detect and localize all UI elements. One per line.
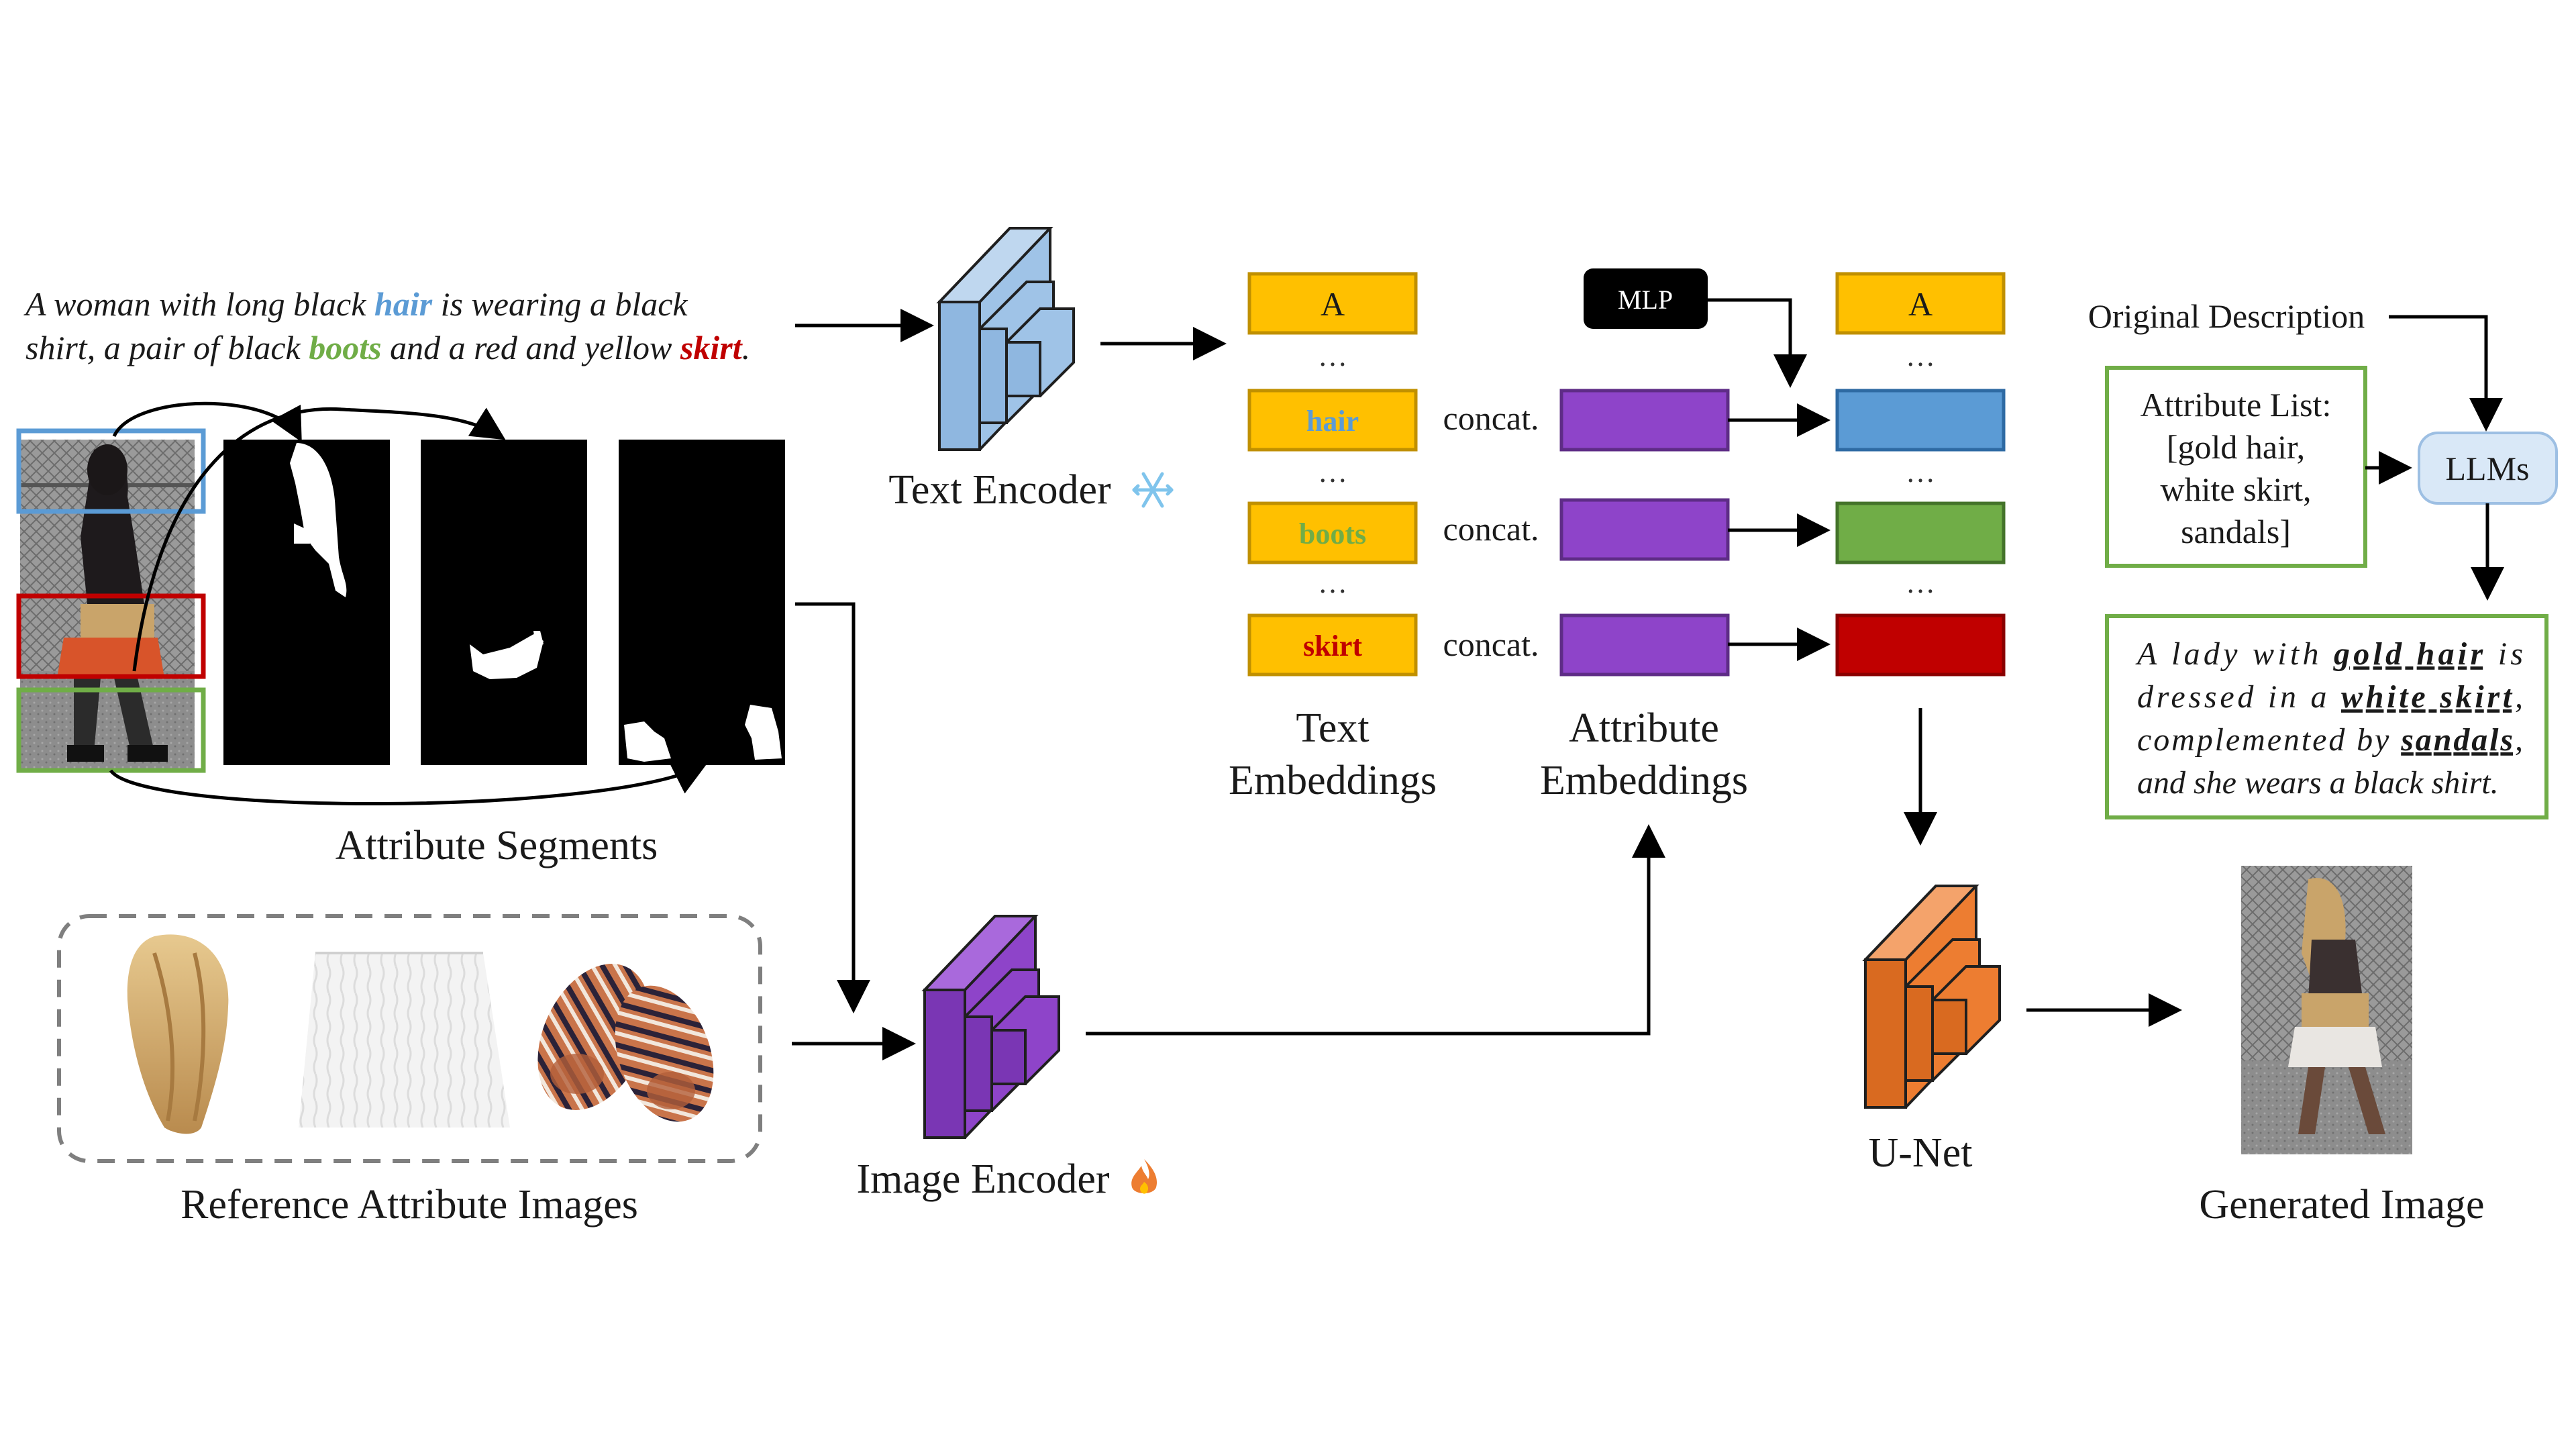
gen-desc-text: A lady with xyxy=(2135,636,2330,672)
output-token-a-label: A xyxy=(1908,285,1933,323)
attribute-embeddings-caption-line1: Attribute xyxy=(1569,705,1719,751)
desc-text: A woman with long black xyxy=(23,285,374,323)
token-label-boots: boots xyxy=(1299,517,1366,550)
mlp-label: MLP xyxy=(1618,285,1673,315)
text-embeddings-caption-line2: Embeddings xyxy=(1229,758,1437,803)
attr-embedding-boots xyxy=(1559,498,1730,561)
output-embedding-hair xyxy=(1835,389,2006,452)
token-label-a: A xyxy=(1321,285,1345,323)
attribute-list-line: white skirt, xyxy=(2161,470,2312,508)
gen-desc-text: complemented by xyxy=(2137,722,2399,758)
segment-mask-boots xyxy=(619,440,785,765)
output-embedding-skirt xyxy=(1835,613,2006,677)
token-box-hair xyxy=(1247,389,1418,452)
flame-icon xyxy=(1131,1159,1157,1194)
arrow-original-description-to-llms xyxy=(2389,315,2503,432)
desc-keyword-boots: boots xyxy=(309,329,381,366)
attribute-list-line: [gold hair, xyxy=(2167,428,2305,466)
desc-text: is wearing a black xyxy=(432,285,688,323)
desc-text: and a red and yellow xyxy=(382,329,680,366)
concat-label-hair: concat. xyxy=(1443,399,1539,437)
generated-image-caption: Generated Image xyxy=(2199,1182,2484,1228)
segment-mask-skirt xyxy=(421,440,587,765)
token-label-skirt: skirt xyxy=(1303,630,1362,662)
reference-image-white-skirt xyxy=(299,952,510,1128)
token-box-boots xyxy=(1247,501,1418,564)
image-encoder-label: Image Encoder xyxy=(857,1156,1110,1202)
image-encoder-block xyxy=(921,915,1060,1139)
gen-desc-keyword: sandals xyxy=(2400,722,2513,758)
ellipsis: … xyxy=(1318,566,1347,599)
gen-desc-keyword: gold hair xyxy=(2333,636,2484,672)
input-description-line2: shirt, a pair of black boots and a red a… xyxy=(25,329,750,366)
text-encoder-block xyxy=(936,227,1075,451)
mlp-box xyxy=(1584,268,1708,329)
arrow-to-hair-mask xyxy=(112,401,302,442)
attr-embedding-skirt xyxy=(1559,613,1730,677)
reference-image-gold-hair xyxy=(127,934,229,1134)
arrow-to-boots-mask xyxy=(109,763,707,806)
desc-keyword-hair: hair xyxy=(374,285,433,323)
output-token-a xyxy=(1835,272,2006,335)
gen-desc-text: is xyxy=(2486,636,2523,672)
skirt-region-box xyxy=(16,593,206,679)
desc-keyword-skirt: skirt xyxy=(680,329,743,366)
text-embeddings-caption-line1: Text xyxy=(1296,705,1369,751)
attribute-list-line: sandals] xyxy=(2181,513,2291,550)
desc-text: . xyxy=(742,329,751,366)
text-encoder-label: Text Encoder xyxy=(888,467,1111,513)
concat-label-skirt: concat. xyxy=(1443,626,1539,663)
generated-description-line1: A lady with gold hair is xyxy=(2135,636,2523,672)
attribute-embeddings-caption-line2: Embeddings xyxy=(1540,758,1748,803)
generated-description-line4: and she wears a black shirt. xyxy=(2137,765,2499,801)
unet-block xyxy=(1862,885,2001,1109)
gen-desc-text: dressed in a xyxy=(2137,679,2338,715)
token-label-hair: hair xyxy=(1306,405,1359,438)
generated-description-line2: dressed in a white skirt, xyxy=(2137,679,2523,715)
generated-description-box xyxy=(2105,614,2548,819)
attribute-list-box xyxy=(2105,366,2367,568)
concat-label-boots: concat. xyxy=(1443,510,1539,548)
gen-desc-text: , xyxy=(2515,722,2523,758)
gen-desc-text: , xyxy=(2515,679,2523,715)
ellipsis: … xyxy=(1318,456,1347,489)
arrow-image-encoder-to-attribute-embeddings xyxy=(1086,824,1665,1036)
source-person-image xyxy=(20,440,195,768)
ellipsis: … xyxy=(1318,340,1347,372)
hair-region-box xyxy=(16,428,206,514)
llms-label: LLMs xyxy=(2446,450,2530,487)
reference-images-caption: Reference Attribute Images xyxy=(181,1182,638,1228)
token-box-skirt xyxy=(1247,613,1418,677)
ellipsis: … xyxy=(1906,456,1935,489)
input-description-line1: A woman with long black hair is wearing … xyxy=(23,285,688,323)
ellipsis: … xyxy=(1906,566,1935,599)
ellipsis: … xyxy=(1906,340,1935,372)
arrow-mlp-to-output xyxy=(1708,298,1807,388)
snowflake-icon xyxy=(1132,472,1174,508)
original-description-label: Original Description xyxy=(2088,297,2365,335)
token-box-a xyxy=(1247,272,1418,335)
desc-text: shirt, a pair of black xyxy=(25,329,309,366)
reference-images-frame xyxy=(57,914,762,1163)
generated-image xyxy=(2241,866,2412,1154)
output-embedding-boots xyxy=(1835,501,2006,564)
segment-mask-hair xyxy=(223,440,390,765)
reference-image-sandals xyxy=(537,964,714,1122)
unet-label: U-Net xyxy=(1869,1130,1973,1176)
arrow-to-skirt-mask xyxy=(132,407,506,672)
attr-embedding-hair xyxy=(1559,389,1730,452)
arrow-segments-to-image-encoder xyxy=(795,602,870,1013)
attribute-list-title: Attribute List: xyxy=(2141,386,2332,423)
attribute-segments-caption: Attribute Segments xyxy=(336,823,658,868)
